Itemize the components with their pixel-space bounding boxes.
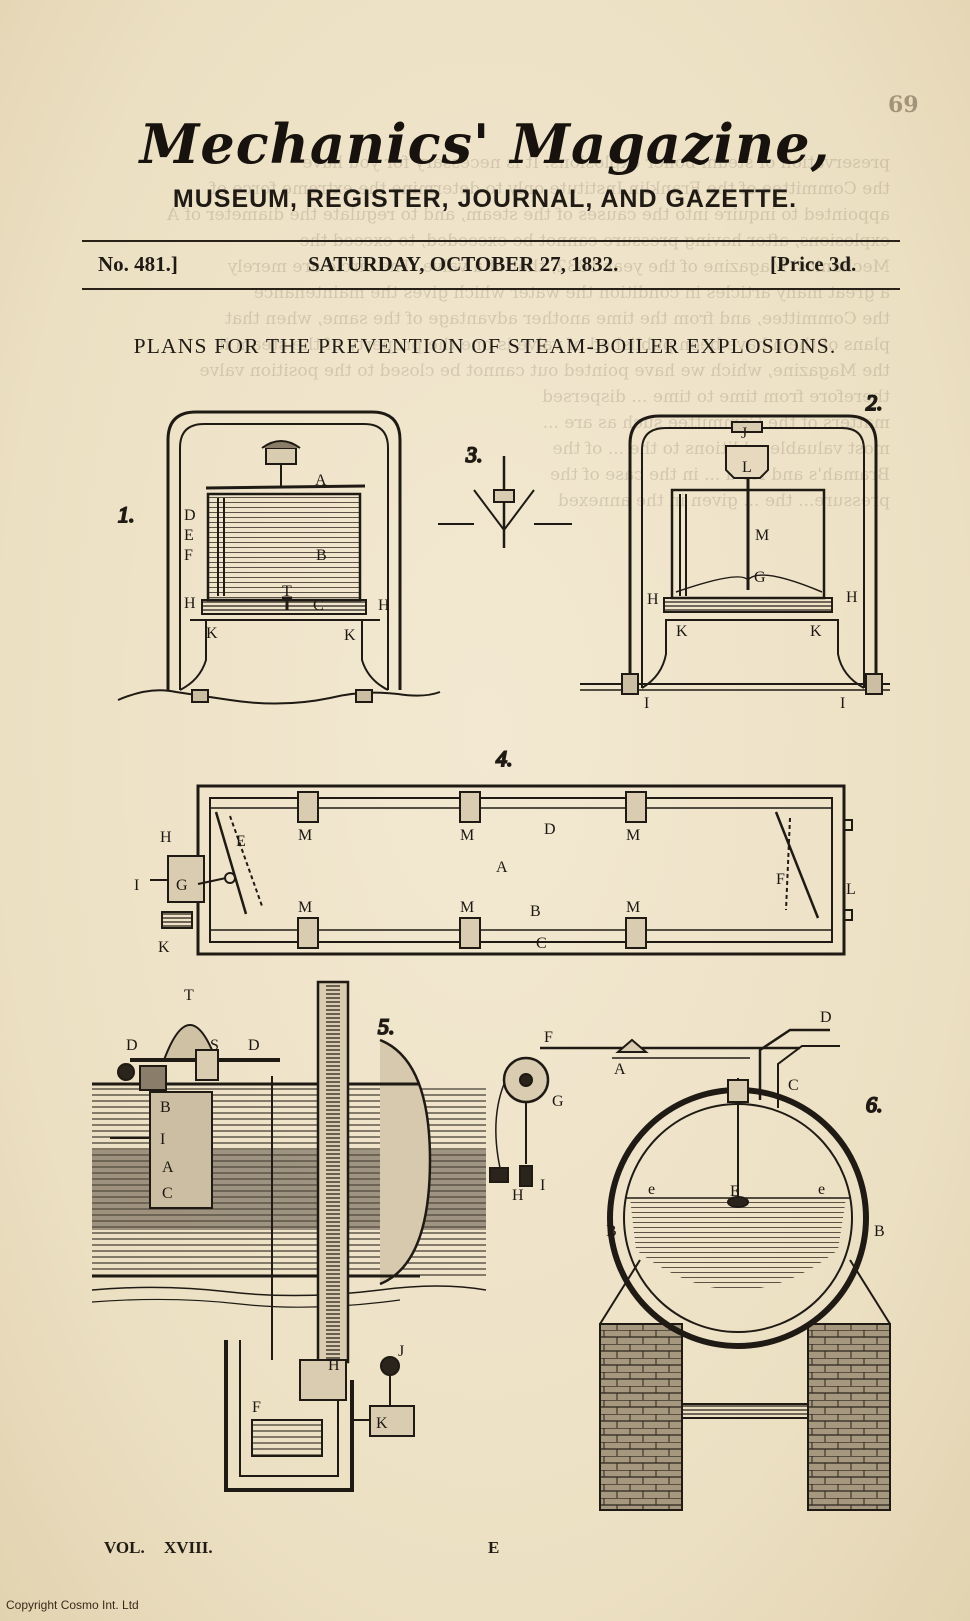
page-number-bleed: 69 — [888, 92, 919, 118]
fig2-label-I-right: I — [840, 695, 845, 712]
fig6-label-G: G — [552, 1093, 564, 1110]
fig2-number: 2. — [866, 390, 883, 415]
fig4-label-E: E — [236, 833, 246, 850]
fig3-number: 3. — [465, 442, 483, 467]
fig5-label-S: S — [210, 1037, 219, 1054]
volume-number: XVIII. — [164, 1538, 213, 1557]
copyright-notice: Copyright Cosmo Int. Ltd — [6, 1598, 139, 1612]
fig5-label-B: B — [160, 1099, 171, 1116]
fig4-label-F: F — [776, 871, 785, 888]
fig5-label-A: A — [162, 1159, 174, 1176]
fig2-label-H-right: H — [846, 589, 858, 606]
fig6-label-e-right: e — [818, 1181, 825, 1198]
figure-4: 4. — [150, 745, 853, 956]
fig1-label-B: B — [316, 547, 327, 564]
figure-2: 2. — [580, 389, 890, 695]
fig6-label-D: D — [820, 1009, 832, 1026]
issue-number: No. 481.] — [98, 252, 178, 276]
fig2-label-K-right: K — [810, 623, 822, 640]
fig6-label-A: A — [614, 1061, 626, 1078]
fig4-label-I: I — [134, 877, 139, 894]
fig5-number: 5. — [378, 1014, 395, 1039]
fig5-label-C: C — [162, 1185, 173, 1202]
fig1-letters: A B C D E F H H K K T — [184, 472, 390, 644]
fig4-label-D: D — [544, 821, 556, 838]
fig4-label-M1: M — [298, 827, 312, 844]
fig4-label-M6: M — [626, 899, 640, 916]
fig6-label-C: C — [788, 1077, 799, 1094]
fig1-label-A: A — [315, 472, 327, 489]
fig5-label-H: H — [328, 1357, 340, 1374]
issue-date: SATURDAY, OCTOBER 27, 1832. — [308, 252, 619, 276]
fig2-label-M: M — [755, 527, 769, 544]
fig1-label-F: F — [184, 547, 193, 564]
fig1-label-K-right: K — [344, 627, 356, 644]
fig1-label-E: E — [184, 527, 194, 544]
fig4-label-C: C — [536, 935, 547, 952]
masthead-subtitle: MUSEUM, REGISTER, JOURNAL, AND GAZETTE. — [172, 185, 798, 213]
fig5-label-J: J — [398, 1343, 404, 1360]
volume-label: VOL. — [104, 1538, 145, 1557]
masthead-title: Mechanics' Magazine, — [139, 112, 831, 176]
fig1-label-C: C — [313, 597, 324, 614]
fig6-label-E: E — [730, 1183, 740, 1200]
fig6-label-H: H — [512, 1187, 524, 1204]
fig2-letters: J L M G H H K K I I — [644, 425, 858, 712]
fig4-letters: A B C D E F G H I K L M M M M M M — [134, 821, 856, 956]
fig5-label-I: I — [160, 1131, 165, 1148]
fig4-label-A: A — [496, 859, 508, 876]
fig5-label-D-right: D — [248, 1037, 260, 1054]
fig1-label-K-left: K — [206, 625, 218, 642]
fig5-label-D-left: D — [126, 1037, 138, 1054]
fig4-label-G: G — [176, 877, 188, 894]
fig2-label-L: L — [742, 459, 752, 476]
fig2-label-J: J — [741, 425, 747, 442]
fig2-label-I-left: I — [644, 695, 649, 712]
fig6-letters: F D A C G H I B B e e E — [512, 1009, 885, 1240]
issue-price: [Price 3d. — [770, 252, 857, 276]
fig6-label-B-right: B — [874, 1223, 885, 1240]
top-rule — [82, 240, 900, 242]
article-title: PLANS FOR THE PREVENTION OF STEAM-BOILER… — [133, 334, 837, 358]
fig2-label-G: G — [754, 569, 766, 586]
figure-3: 3. — [438, 441, 572, 548]
figure-5: 5. — [91, 980, 487, 1492]
fig6-label-B-left: B — [606, 1223, 617, 1240]
fig6-number: 6. — [866, 1092, 883, 1117]
fig5-label-T: T — [184, 987, 194, 1004]
fig4-label-L: L — [846, 881, 856, 898]
fig2-label-H-left: H — [647, 591, 659, 608]
fig4-label-M2: M — [460, 827, 474, 844]
signature-mark: E — [488, 1538, 500, 1557]
fig4-label-M5: M — [460, 899, 474, 916]
fig1-label-H-right: H — [378, 597, 390, 614]
fig6-label-I: I — [540, 1177, 545, 1194]
figure-6: 6. — [489, 1028, 891, 1511]
fig2-label-K-left: K — [676, 623, 688, 640]
fig4-label-B: B — [530, 903, 541, 920]
fig4-label-K: K — [158, 939, 170, 956]
fig1-label-D: D — [184, 507, 196, 524]
bottom-rule — [82, 288, 900, 290]
fig1-label-H-left: H — [184, 595, 196, 612]
figure-1: 1. — [117, 410, 441, 705]
fig6-label-F: F — [544, 1029, 553, 1046]
fig1-number: 1. — [118, 502, 135, 527]
fig5-label-F: F — [252, 1399, 261, 1416]
fig4-label-M4: M — [298, 899, 312, 916]
issue-line: No. 481.] SATURDAY, OCTOBER 27, 1832. [P… — [82, 252, 900, 282]
fig5-label-K: K — [376, 1415, 388, 1432]
fig4-label-M3: M — [626, 827, 640, 844]
fig5-letters: T S D D B I A C F H J K — [126, 987, 404, 1432]
fig4-number: 4. — [496, 746, 513, 771]
fig6-label-e-left: e — [648, 1181, 655, 1198]
fig4-label-H: H — [160, 829, 172, 846]
fig1-label-T: T — [282, 583, 292, 600]
